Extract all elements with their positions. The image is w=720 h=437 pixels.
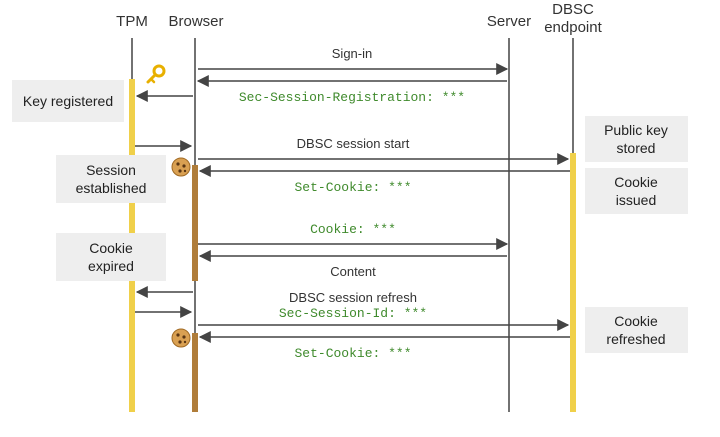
note-cookie-refreshed-line2: refreshed [606,331,665,347]
note-cookie-issued-line1: Cookie [614,174,658,190]
note-session-established-line1: Session [86,162,136,178]
key-icon [146,64,166,84]
participant-endpoint-line2: endpoint [544,19,602,36]
note-cookie-expired-line1: Cookie [89,240,133,256]
label-content: Content [330,264,376,279]
label-session-start: DBSC session start [297,136,410,151]
note-cookie-expired-box [56,233,166,281]
note-cookie-refreshed-line1: Cookie [614,313,658,329]
cookie-icon [171,157,191,177]
note-cookie-expired-line2: expired [88,258,134,274]
label-set-cookie-2: Set-Cookie: *** [294,346,411,361]
participant-browser: Browser [168,13,223,30]
label-cookie-sent: Cookie: *** [310,222,396,237]
cookie-icon [171,328,191,348]
label-session-id-header: Sec-Session-Id: *** [279,306,427,321]
label-set-cookie-1: Set-Cookie: *** [294,180,411,195]
note-session-established-line2: established [76,180,147,196]
note-public-key-box [585,116,688,162]
note-cookie-issued-box [585,168,688,214]
label-sign-in: Sign-in [332,46,372,61]
participant-server: Server [487,13,531,30]
note-cookie-issued-line2: issued [616,192,656,208]
note-public-key-line1: Public key [604,122,668,138]
activation-endpoint [570,153,576,412]
activation-browser-1 [192,165,198,281]
note-session-established-box [56,155,166,203]
participant-tpm: TPM [116,13,148,30]
activation-browser-2 [192,333,198,412]
label-registration-header: Sec-Session-Registration: *** [239,90,465,105]
note-key-registered-box [12,80,124,122]
label-session-refresh: DBSC session refresh [289,290,417,305]
note-key-registered: Key registered [23,93,113,109]
note-cookie-refreshed-box [585,307,688,353]
participant-endpoint-line1: DBSC [552,1,594,18]
note-public-key-line2: stored [617,140,656,156]
